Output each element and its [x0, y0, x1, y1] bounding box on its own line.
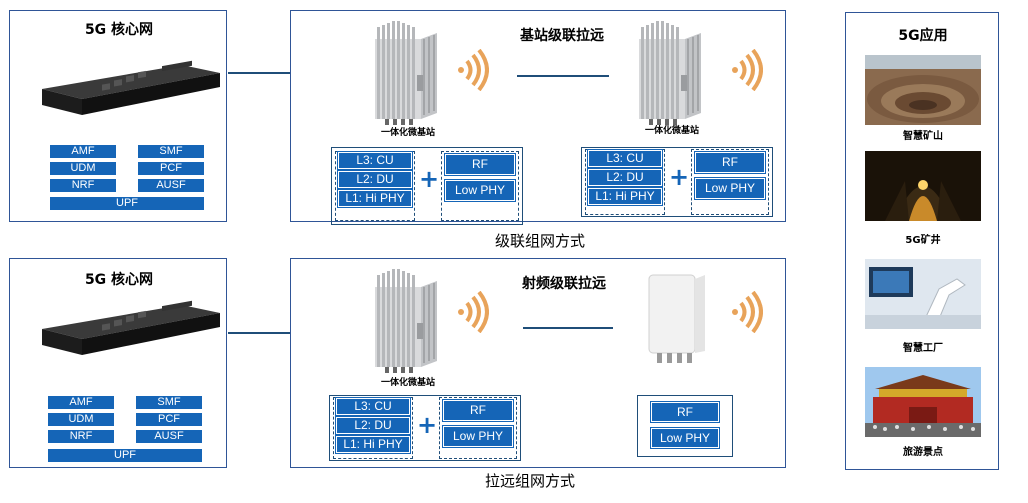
- tag-nrf: NRF: [50, 179, 116, 192]
- core-network-title: 5G 核心网: [84, 22, 154, 38]
- rru-group: [637, 395, 733, 457]
- cascade-panel-top: 基站级联拉远 一体化微基站 一体化微基站: [290, 10, 786, 225]
- layer-low-phy-2: Low PHY: [694, 177, 766, 200]
- tag-pcf: PCF: [138, 162, 204, 175]
- base-station-label-3: 一体化微基站: [380, 378, 435, 388]
- plus-icon-2: +: [669, 163, 690, 191]
- rru-layer-rf: RF: [650, 401, 720, 423]
- layer-l1-hiphy-2: L1: Hi PHY: [587, 187, 663, 206]
- cascade-title: 基站级联拉远: [520, 28, 604, 44]
- tag-amf: AMF: [50, 145, 116, 158]
- tag-amf-2: AMF: [48, 396, 114, 409]
- bbu-group-right: [581, 147, 773, 217]
- factory-image: [865, 259, 981, 329]
- tag-upf-2: UPF: [48, 449, 202, 462]
- core-network-panel-bottom: 5G 核心网 AMF SMF UDM PCF NRF AUSF UPF: [9, 258, 227, 468]
- core-network-title-2: 5G 核心网: [84, 272, 154, 288]
- tag-smf-2: SMF: [136, 396, 202, 409]
- layer-rf: RF: [444, 153, 516, 176]
- layer-l1-hiphy-3: L1: Hi PHY: [335, 435, 411, 454]
- mine-shaft-image: [865, 151, 981, 221]
- signal-wave-icon-4: [732, 291, 763, 333]
- tag-ausf-2: AUSF: [136, 430, 202, 443]
- base-station-label: 一体化微基站: [380, 128, 435, 138]
- plus-icon: +: [419, 165, 440, 193]
- radio-stack-left: [441, 151, 519, 221]
- tag-smf: SMF: [138, 145, 204, 158]
- radio-stack-left-2: [439, 397, 517, 459]
- bbu-group-left-2: [329, 395, 521, 461]
- protocol-stack-left: [335, 151, 415, 221]
- layer-l3-cu: L3: CU: [337, 151, 413, 170]
- base-station-label-2: 一体化微基站: [644, 126, 699, 136]
- layer-l3-cu-2: L3: CU: [587, 149, 663, 168]
- signal-wave-icon-2: [732, 49, 763, 91]
- layer-l3-cu-3: L3: CU: [335, 397, 411, 416]
- base-station-icon-3: [375, 269, 437, 373]
- layer-l2-du: L2: DU: [337, 170, 413, 189]
- app-label-factory: 智慧工厂: [903, 343, 943, 354]
- apps-panel: 5G应用 智慧矿山 5G矿井 智慧工厂 旅游景点: [845, 12, 999, 470]
- link-line: [228, 72, 290, 74]
- tag-udm: UDM: [50, 162, 116, 175]
- signal-wave-icon: [458, 49, 489, 91]
- protocol-stack-left-2: [333, 397, 413, 459]
- base-station-icon-2: [639, 21, 701, 125]
- app-label-tourism: 旅游景点: [903, 447, 943, 458]
- layer-low-phy-3: Low PHY: [442, 425, 514, 448]
- caption-cascade: 级联组网方式: [494, 232, 585, 250]
- layer-rf-2: RF: [694, 151, 766, 174]
- tourism-image: [865, 367, 981, 437]
- tag-nrf-2: NRF: [48, 430, 114, 443]
- protocol-stack-right: [585, 149, 665, 215]
- app-label-shaft: 5G矿井: [905, 235, 941, 246]
- tag-ausf: AUSF: [138, 179, 204, 192]
- rru-icon: [648, 274, 705, 363]
- tag-upf: UPF: [50, 197, 204, 210]
- cascade-panel-bottom: 射频级联拉远 一体化微基站 L3: CU L2: DU L1: Hi PHY: [290, 258, 786, 468]
- apps-title: 5G应用: [898, 28, 948, 44]
- tag-udm-2: UDM: [48, 413, 114, 426]
- base-station-icon: [375, 21, 437, 125]
- rf-cascade-title: 射频级联拉远: [522, 276, 606, 292]
- plus-icon-3: +: [417, 411, 438, 439]
- app-label-mine: 智慧矿山: [903, 131, 943, 142]
- layer-l2-du-3: L2: DU: [335, 416, 411, 435]
- caption-remote: 拉远组网方式: [484, 472, 575, 490]
- tag-pcf-2: PCF: [136, 413, 202, 426]
- core-network-panel-top: 5G 核心网 AMF SMF UDM PCF NRF AUSF UPF: [9, 10, 227, 222]
- bbu-group-left: [331, 147, 523, 225]
- server-icon-2: [42, 300, 220, 355]
- layer-l1-hiphy: L1: Hi PHY: [337, 189, 413, 208]
- cascade-link-line: [517, 75, 609, 77]
- server-icon: [42, 60, 220, 115]
- rf-link-line: [523, 327, 613, 329]
- link-line-2: [228, 332, 290, 334]
- layer-low-phy: Low PHY: [444, 179, 516, 202]
- signal-wave-icon-3: [458, 291, 489, 333]
- layer-rf-3: RF: [442, 399, 514, 422]
- rru-layer-low-phy: Low PHY: [650, 427, 720, 449]
- radio-stack-right: [691, 149, 769, 215]
- layer-l2-du-2: L2: DU: [587, 168, 663, 187]
- mine-image: [865, 55, 981, 125]
